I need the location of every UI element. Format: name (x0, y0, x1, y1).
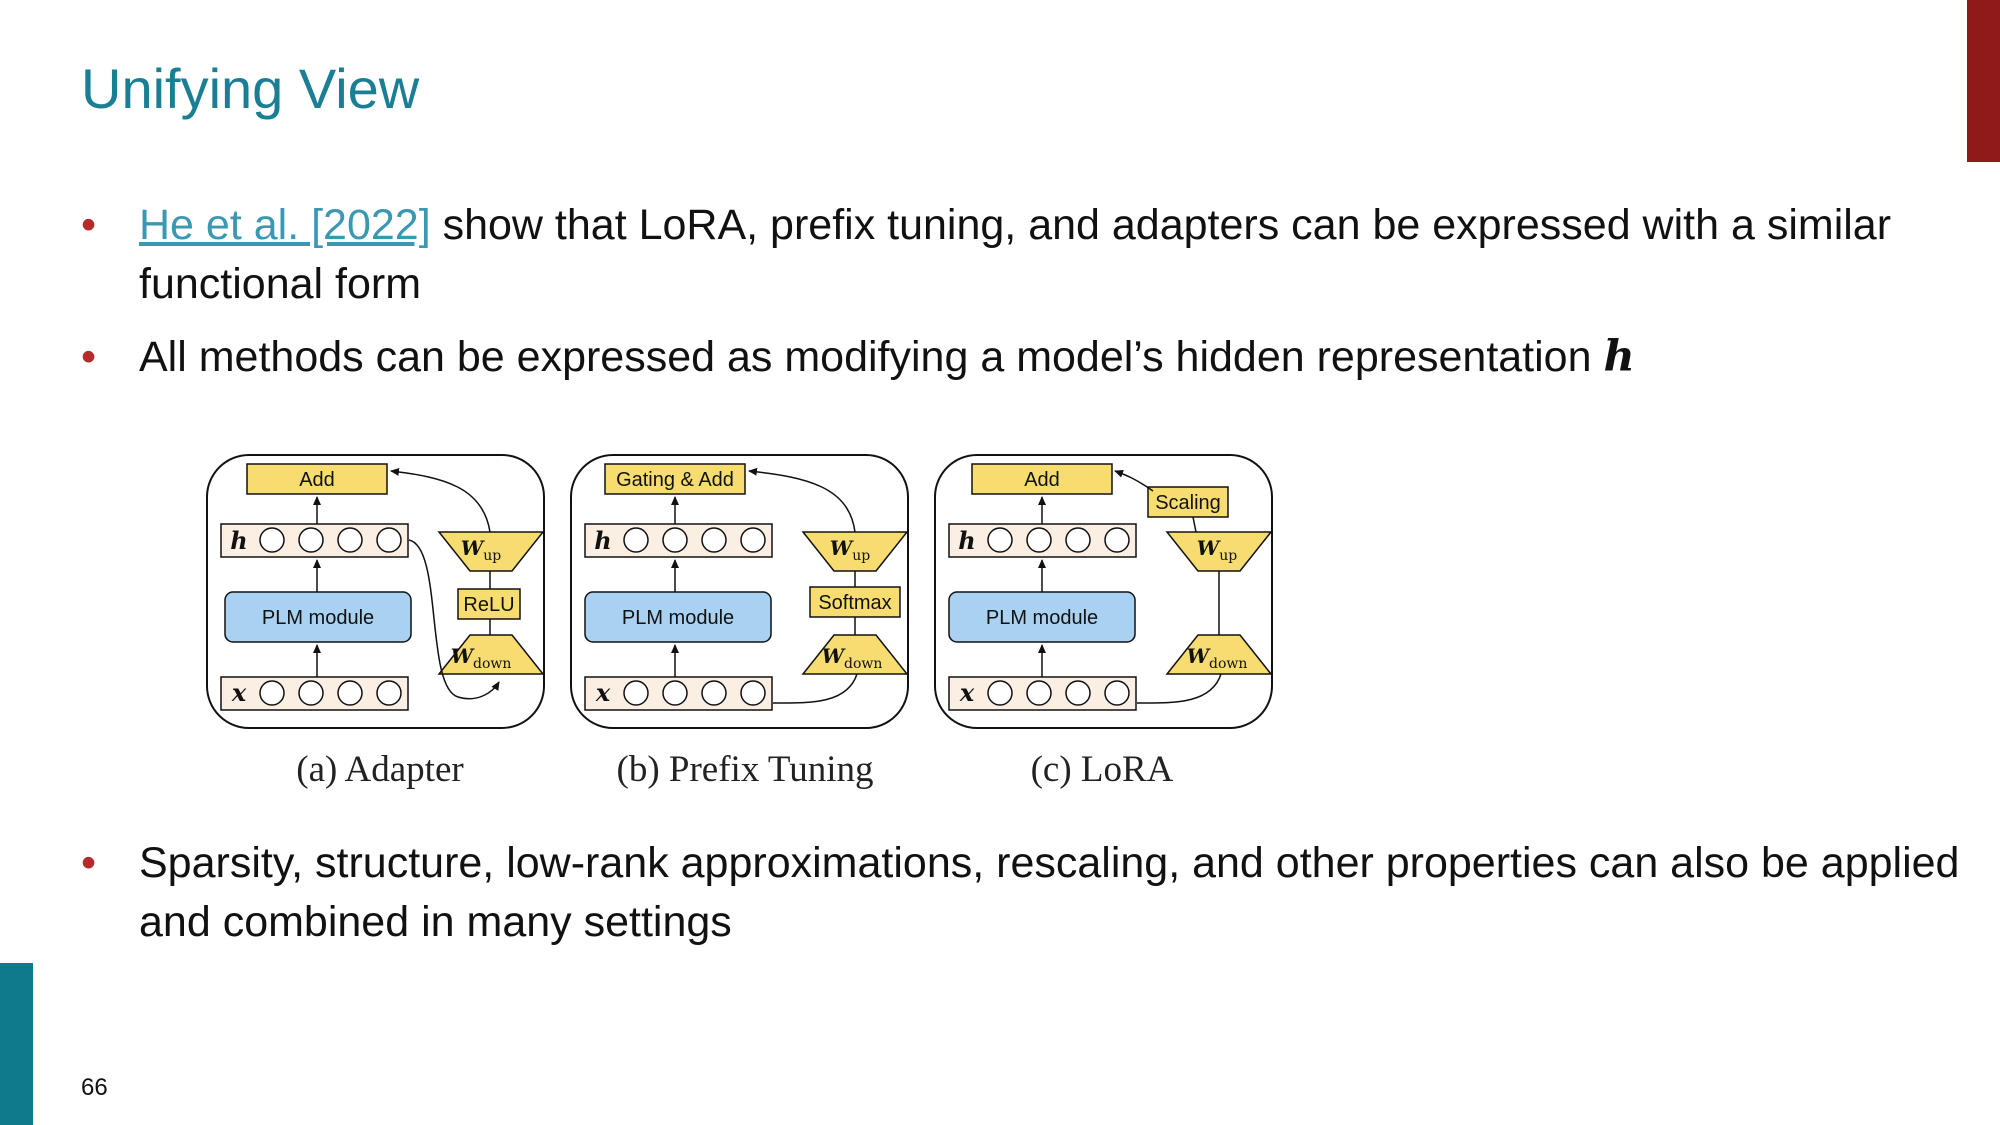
add-box (971, 463, 1113, 495)
svg-text:Wup: Wup (830, 536, 870, 564)
add-box (246, 463, 388, 495)
gating-add-label: Gating & Add (616, 469, 734, 491)
accent-bar-left (0, 963, 33, 1125)
bullet-1-text: show that LoRA, prefix tuning, and adapt… (139, 201, 1892, 308)
h-vector: h (584, 523, 773, 558)
x-vector: x (584, 676, 773, 711)
scaling-box (1147, 486, 1229, 518)
w-up-block (801, 531, 909, 572)
x-vector: x (220, 676, 409, 711)
hidden-representation-symbol: h (1603, 332, 1635, 382)
w-up-block (1165, 531, 1273, 572)
h-symbol: h (230, 526, 247, 555)
bullet-3-text: Sparsity, structure, low-rank approximat… (139, 839, 1960, 946)
softmax-label: Softmax (818, 592, 891, 614)
relu-label: ReLU (463, 594, 514, 616)
h-vector: h (948, 523, 1137, 558)
plm-module-label: PLM module (262, 607, 374, 629)
gating-add-box (604, 463, 746, 495)
caption-prefix-tuning: (b) Prefix Tuning (617, 749, 874, 790)
bullet-list: • He et al. [2022] show that LoRA, prefi… (81, 196, 1961, 387)
plm-module-label: PLM module (986, 607, 1098, 629)
methods-figure: Add h PLM module x (203, 447, 1283, 807)
relu-box (457, 588, 521, 620)
add-label: Add (299, 469, 335, 491)
bullet-dot: • (81, 201, 97, 249)
panel-prefix-tuning: Gating & Add h PLM module x (570, 454, 909, 790)
citation-link[interactable]: He et al. [2022] (139, 201, 431, 249)
svg-text:Wup: Wup (1197, 536, 1237, 564)
bullet-dot: • (81, 839, 97, 887)
w-down-block (801, 634, 909, 675)
bullet-item-1: • He et al. [2022] show that LoRA, prefi… (81, 196, 1961, 314)
bullet-list-2: • Sparsity, structure, low-rank approxim… (81, 834, 1961, 952)
x-vector: x (948, 676, 1137, 711)
svg-text:Wdown: Wdown (822, 644, 883, 672)
panel-lora: Add h PLM module x (934, 454, 1273, 790)
x-symbol: x (595, 678, 611, 707)
svg-text:Wup: Wup (461, 536, 501, 564)
w-down-block (1165, 634, 1273, 675)
bullet-item-2: • All methods can be expressed as modify… (81, 328, 1961, 387)
caption-adapter: (a) Adapter (296, 749, 463, 790)
softmax-box (809, 586, 901, 618)
h-symbol: h (958, 526, 975, 555)
page-number: 66 (81, 1074, 108, 1101)
x-symbol: x (959, 678, 975, 707)
svg-text:Wdown: Wdown (1187, 644, 1248, 672)
plm-module-label: PLM module (622, 607, 734, 629)
w-down-block (437, 634, 545, 675)
x-symbol: x (231, 678, 247, 707)
panel-adapter: Add h PLM module x (206, 454, 545, 790)
slide-title: Unifying View (81, 57, 420, 120)
bullet-dot: • (81, 333, 97, 381)
scaling-label: Scaling (1155, 492, 1221, 514)
caption-lora: (c) LoRA (1031, 749, 1174, 790)
plm-module-box (584, 591, 772, 643)
add-label: Add (1024, 469, 1060, 491)
bullet-item-3: • Sparsity, structure, low-rank approxim… (81, 834, 1961, 952)
plm-module-box (948, 591, 1136, 643)
svg-text:Wdown: Wdown (451, 644, 512, 672)
accent-bar-right (1967, 0, 2000, 162)
h-symbol: h (594, 526, 611, 555)
bullet-2-text: All methods can be expressed as modifyin… (139, 333, 1604, 381)
plm-module-box (224, 591, 412, 643)
w-up-block (437, 531, 545, 572)
h-vector: h (220, 523, 409, 558)
